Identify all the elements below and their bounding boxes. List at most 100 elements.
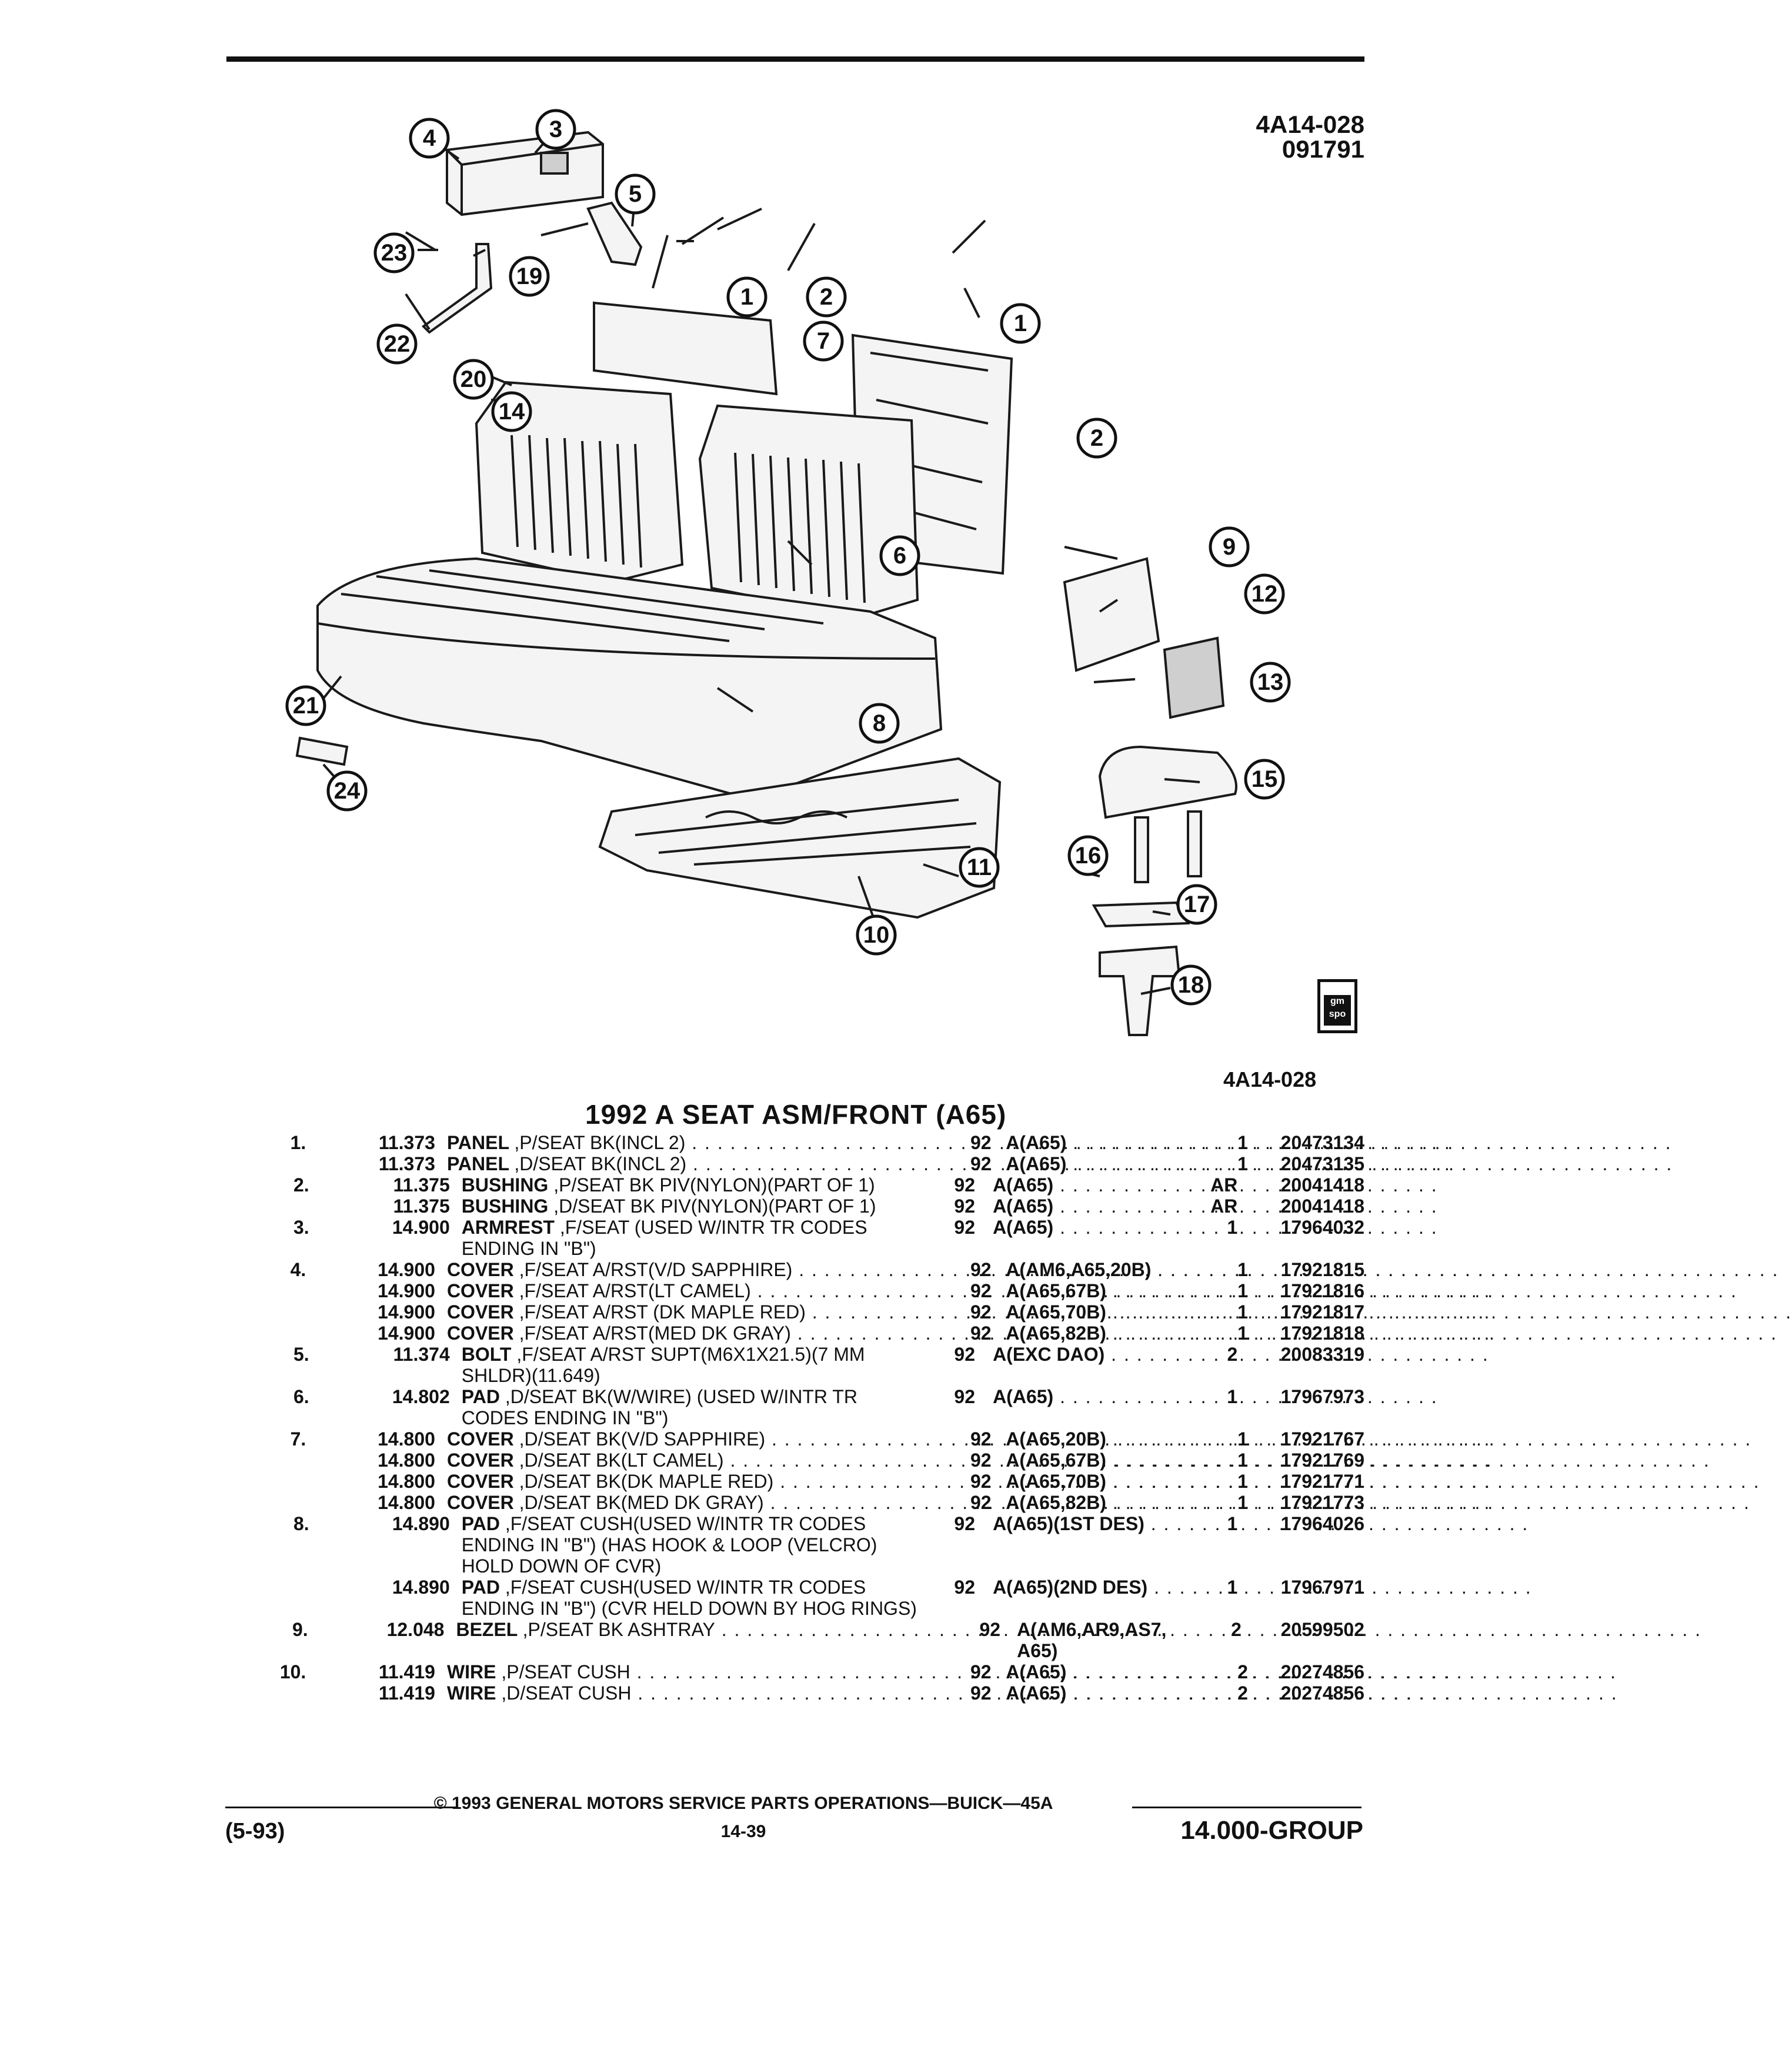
item-number: 9. (292, 1619, 308, 1640)
section-number: 14.800 (378, 1471, 435, 1492)
model-usage: A(A65) (993, 1217, 1204, 1238)
part-name: PANEL (446, 1153, 509, 1174)
part-description: WIRE ,D/SEAT CUSH (447, 1682, 965, 1704)
svg-text:15: 15 (1252, 766, 1278, 792)
quantity: AR (1210, 1174, 1238, 1196)
part-detail: ,F/SEAT CUSH(USED W/INTR TR CODES ENDING… (461, 1513, 877, 1577)
svg-text:9: 9 (1223, 534, 1236, 560)
part-name: ARMREST (461, 1217, 555, 1238)
svg-text:23: 23 (381, 240, 408, 266)
callout-15: 15 (1244, 759, 1285, 800)
svg-text:22: 22 (384, 331, 411, 357)
callout-16: 16 (1067, 835, 1109, 876)
part-description: PANEL ,D/SEAT BK(INCL 2) (447, 1153, 965, 1174)
part-name: PAD (461, 1386, 500, 1407)
callout-19: 19 (509, 256, 550, 297)
callout-22: 22 (376, 323, 418, 365)
svg-text:11: 11 (967, 854, 992, 880)
spring-wire (705, 810, 847, 824)
part-description: COVER ,F/SEAT A/RST(LT CAMEL) (447, 1280, 965, 1301)
svg-text:16: 16 (1075, 843, 1102, 869)
svg-text:20: 20 (460, 366, 487, 392)
section-number: 14.890 (392, 1577, 450, 1598)
footer-group: 14.000-GROUP (1180, 1816, 1363, 1845)
svg-text:24: 24 (334, 778, 361, 804)
logo-text: gm spo (1324, 995, 1351, 1026)
section-number: 14.900 (378, 1323, 435, 1344)
model-usage: A(EXC DAO) (993, 1344, 1204, 1365)
callout-6: 6 (879, 535, 920, 576)
headrest (1098, 745, 1237, 819)
callout-21: 21 (285, 685, 326, 726)
part-name: COVER (446, 1323, 514, 1344)
callout-12: 12 (1244, 573, 1285, 615)
part-number: 20083319 (1280, 1344, 1364, 1365)
callout-18: 18 (1170, 964, 1212, 1006)
part-number: 20041418 (1280, 1196, 1364, 1217)
svg-text:18: 18 (1178, 972, 1204, 998)
part-description: COVER ,D/SEAT BK(DK MAPLE RED) (447, 1471, 965, 1492)
model-usage: A(A65)(2ND DES) (993, 1577, 1204, 1598)
footer-copyright: © 1993 GENERAL MOTORS SERVICE PARTS OPER… (433, 1794, 1053, 1813)
quantity: 2 (1227, 1344, 1238, 1365)
quantity: 1 (1227, 1513, 1238, 1534)
part-description: WIRE ,P/SEAT CUSH (447, 1661, 965, 1682)
part-detail: ,F/SEAT (USED W/INTR TR CODES ENDING IN … (461, 1217, 867, 1259)
part-name: PANEL (446, 1132, 509, 1153)
part-description: COVER ,F/SEAT A/RST(V/D SAPPHIRE) (447, 1259, 965, 1280)
callout-14: 14 (491, 391, 532, 432)
callout-10: 10 (856, 914, 897, 956)
callout-3: 3 (535, 109, 576, 150)
model-year: 92 (954, 1174, 976, 1196)
item-number: 5. (293, 1344, 309, 1365)
section-number: 14.800 (378, 1492, 435, 1513)
part-name: BUSHING (461, 1196, 549, 1217)
svg-text:2: 2 (1090, 425, 1103, 451)
part-name: PAD (461, 1577, 500, 1598)
part-description: BEZEL ,P/SEAT BK ASHTRAY (456, 1619, 973, 1640)
part-description: BUSHING ,P/SEAT BK PIV(NYLON)(PART OF 1) (462, 1174, 949, 1196)
seat-back-panel-p (593, 301, 778, 396)
svg-text:8: 8 (873, 710, 886, 736)
part-name: WIRE (446, 1682, 496, 1704)
svg-text:1: 1 (740, 284, 753, 310)
svg-text:10: 10 (863, 922, 890, 948)
svg-text:13: 13 (1257, 669, 1284, 695)
section-number: 14.802 (392, 1386, 450, 1407)
part-description: PAD ,D/SEAT BK(W/WIRE) (USED W/INTR TR C… (462, 1386, 949, 1428)
page-number: 14-39 (720, 1822, 766, 1841)
section-number: 11.373 (378, 1153, 435, 1174)
section-number: 14.900 (378, 1301, 435, 1323)
part-name: WIRE (446, 1661, 496, 1682)
callout-1a: 1 (726, 276, 767, 318)
svg-text:4: 4 (423, 125, 436, 151)
part-detail: ,D/SEAT BK(W/WIRE) (USED W/INTR TR CODES… (461, 1386, 857, 1428)
part-description: COVER ,D/SEAT BK(LT CAMEL) (447, 1450, 965, 1471)
svg-text:21: 21 (293, 693, 319, 719)
part-detail: ,D/SEAT BK(V/D SAPPHIRE) (519, 1428, 766, 1450)
item-number: 7. (290, 1428, 306, 1450)
section-number: 11.374 (393, 1344, 450, 1365)
part-detail: ,P/SEAT BK(INCL 2) (514, 1132, 686, 1153)
part-description: COVER ,D/SEAT BK(V/D SAPPHIRE) (447, 1428, 965, 1450)
model-year: 92 (954, 1577, 976, 1598)
top-rule (226, 56, 1364, 62)
model-year: 92 (954, 1196, 976, 1217)
part-detail: ,F/SEAT CUSH(USED W/INTR TR CODES ENDING… (461, 1577, 917, 1619)
part-detail: ,D/SEAT CUSH (501, 1682, 632, 1704)
quantity: 1 (1227, 1386, 1238, 1407)
callout-20: 20 (453, 359, 494, 400)
part-detail: ,D/SEAT BK PIV(NYLON)(PART OF 1) (553, 1196, 876, 1217)
model-usage: A(A65)(1ST DES) (993, 1513, 1204, 1534)
